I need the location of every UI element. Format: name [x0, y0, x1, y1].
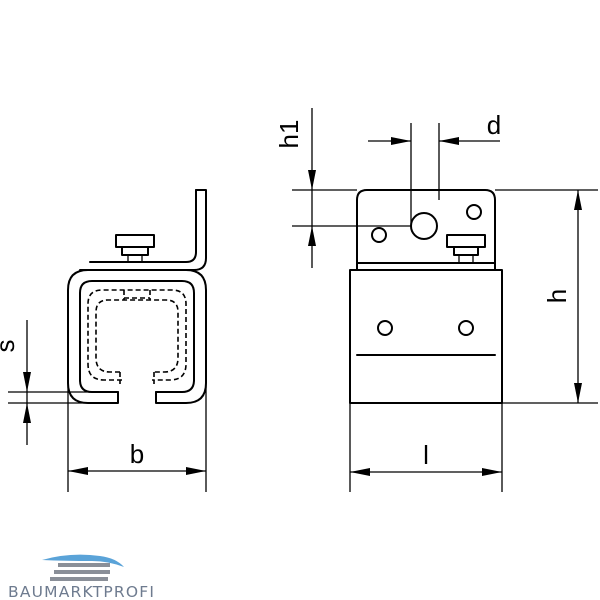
profile-view: s b — [0, 189, 207, 492]
dimension-s-label: s — [0, 340, 20, 353]
rail-hole-left — [377, 320, 393, 336]
dimension-h1-label: h1 — [274, 120, 304, 149]
rail-inner — [79, 280, 195, 393]
mounting-hole-small-right — [466, 204, 482, 220]
bracket-plate — [79, 189, 207, 271]
logo-text: BAUMARKTPROFI — [8, 583, 155, 600]
bracket-plate-inner — [89, 189, 197, 263]
bolt-head — [115, 234, 155, 248]
dimension-l-label: l — [423, 440, 429, 470]
trolley-hidden-outer — [87, 289, 187, 381]
trolley-hidden-inner — [95, 299, 179, 373]
logo-stripe-3 — [50, 577, 108, 581]
bolt-washer — [121, 246, 149, 256]
rail-outer — [67, 269, 207, 404]
dimension-h-label: h — [542, 289, 572, 303]
side-view: d h1 h l — [274, 108, 598, 492]
rail-body — [349, 269, 503, 404]
rail-hole-right — [458, 320, 474, 336]
baumarktprofi-logo: BAUMARKTPROFI — [8, 554, 155, 600]
logo-stripe-1 — [58, 563, 110, 567]
side-bolt-washer — [453, 246, 479, 256]
dimension-d-label: d — [487, 110, 501, 140]
side-bolt-head — [446, 234, 486, 248]
mounting-hole-large — [410, 212, 438, 240]
dimension-b-label: b — [130, 439, 144, 469]
mounting-hole-small-left — [371, 227, 387, 243]
logo-stripe-2 — [54, 570, 110, 574]
top-plate — [356, 189, 496, 271]
logo-roof-icon — [42, 554, 124, 567]
